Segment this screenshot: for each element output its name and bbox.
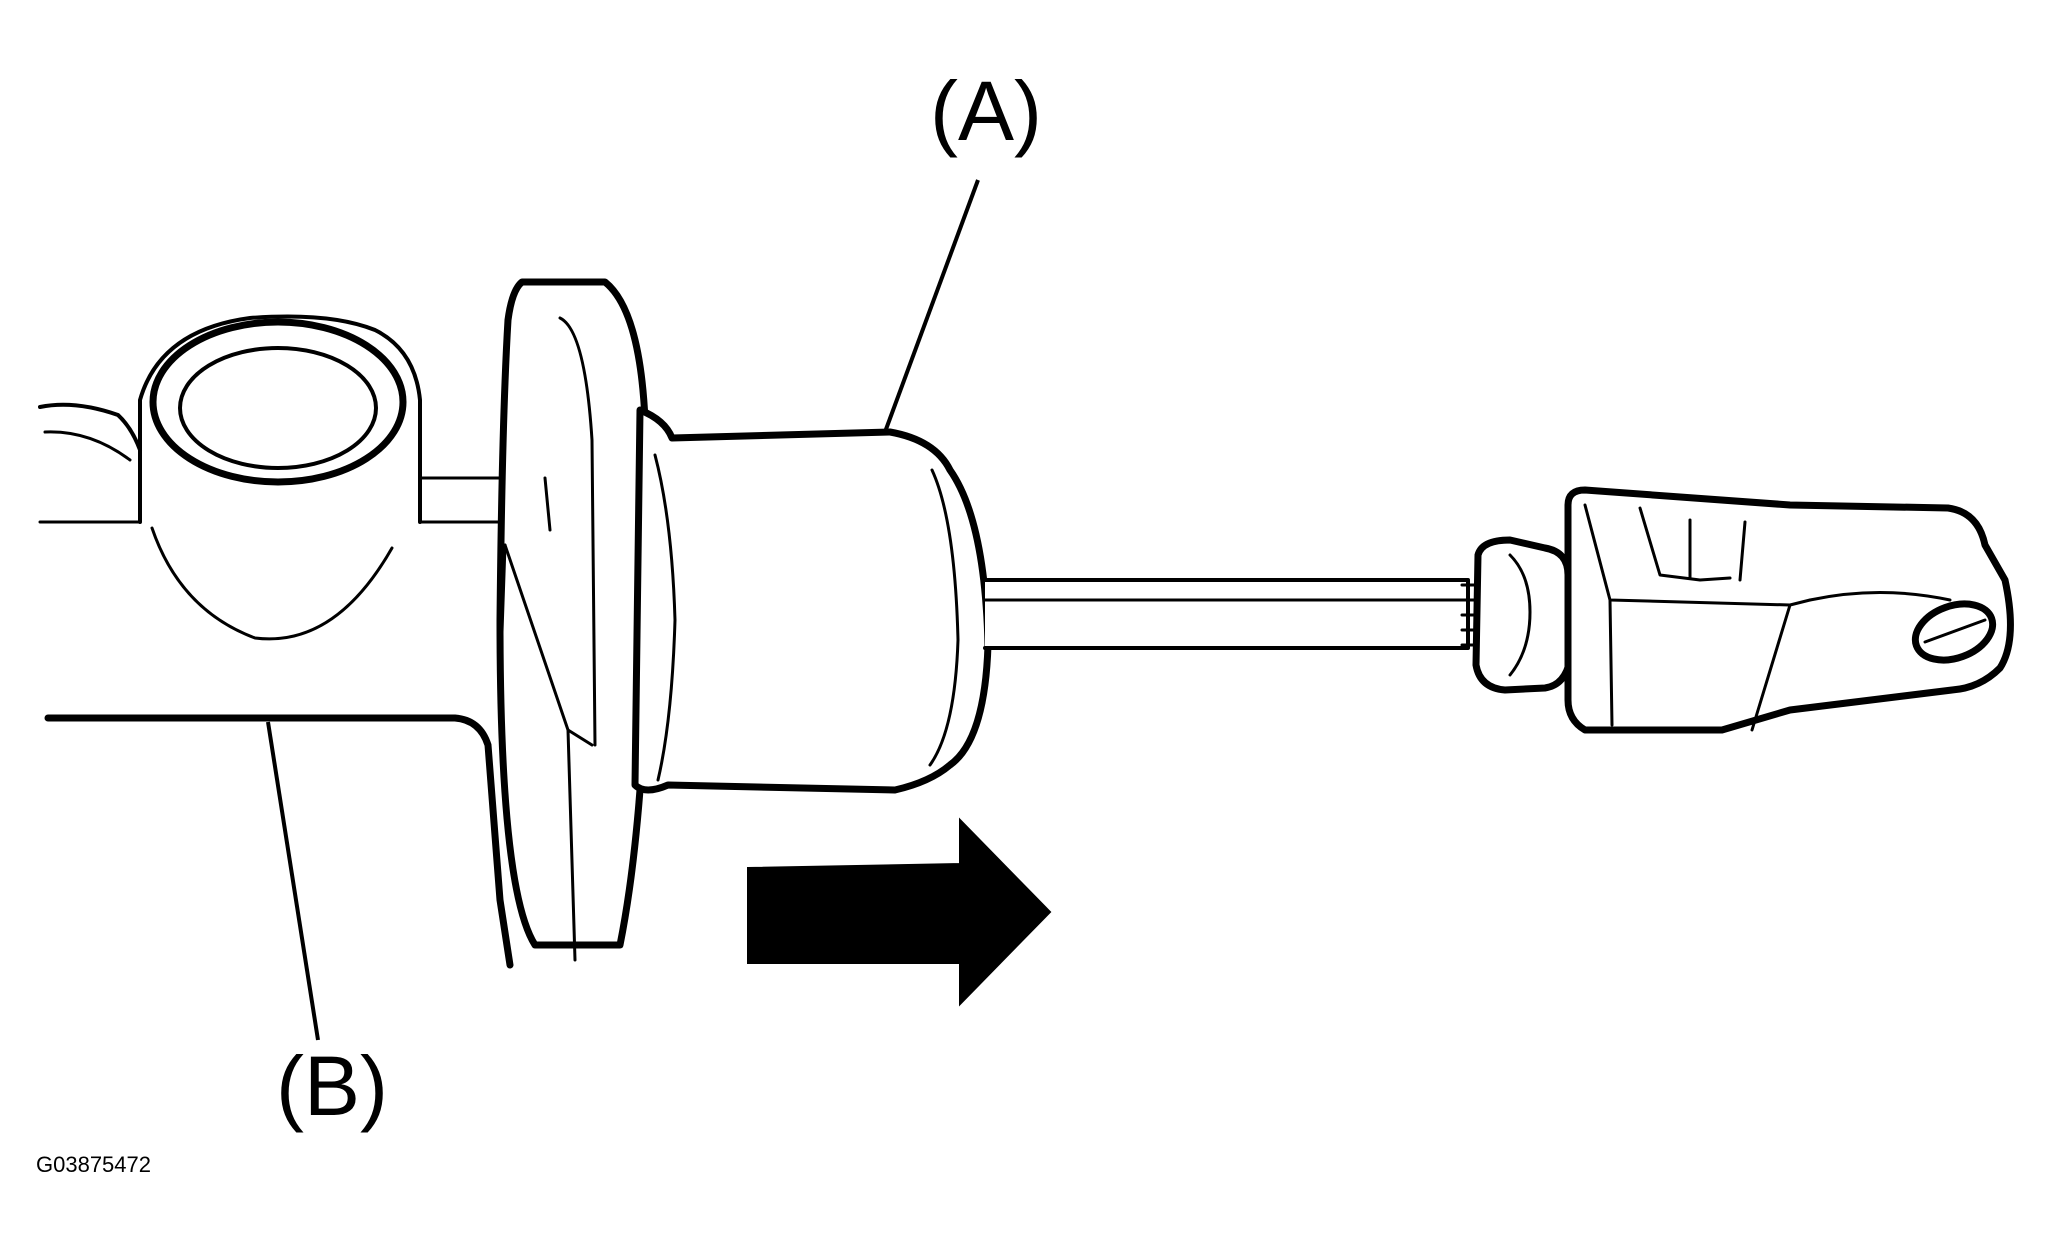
callout-b: (B) — [266, 721, 388, 1133]
mounting-flange — [496, 278, 652, 962]
clevis — [1564, 486, 2014, 734]
leader-line-b — [266, 721, 320, 1041]
callout-a: (A) — [883, 64, 1042, 433]
lock-nut — [1460, 536, 1574, 694]
direction-arrow-right — [747, 817, 1052, 1007]
reservoir-port — [138, 314, 422, 641]
cylinder-body-b — [38, 402, 547, 969]
push-rod — [983, 578, 1470, 650]
leader-line-a — [883, 179, 980, 433]
cylinder-boot-a — [631, 406, 992, 794]
figure-code: G03875472 — [36, 1152, 151, 1177]
label-a: (A) — [930, 64, 1042, 158]
label-b: (B) — [276, 1039, 388, 1133]
